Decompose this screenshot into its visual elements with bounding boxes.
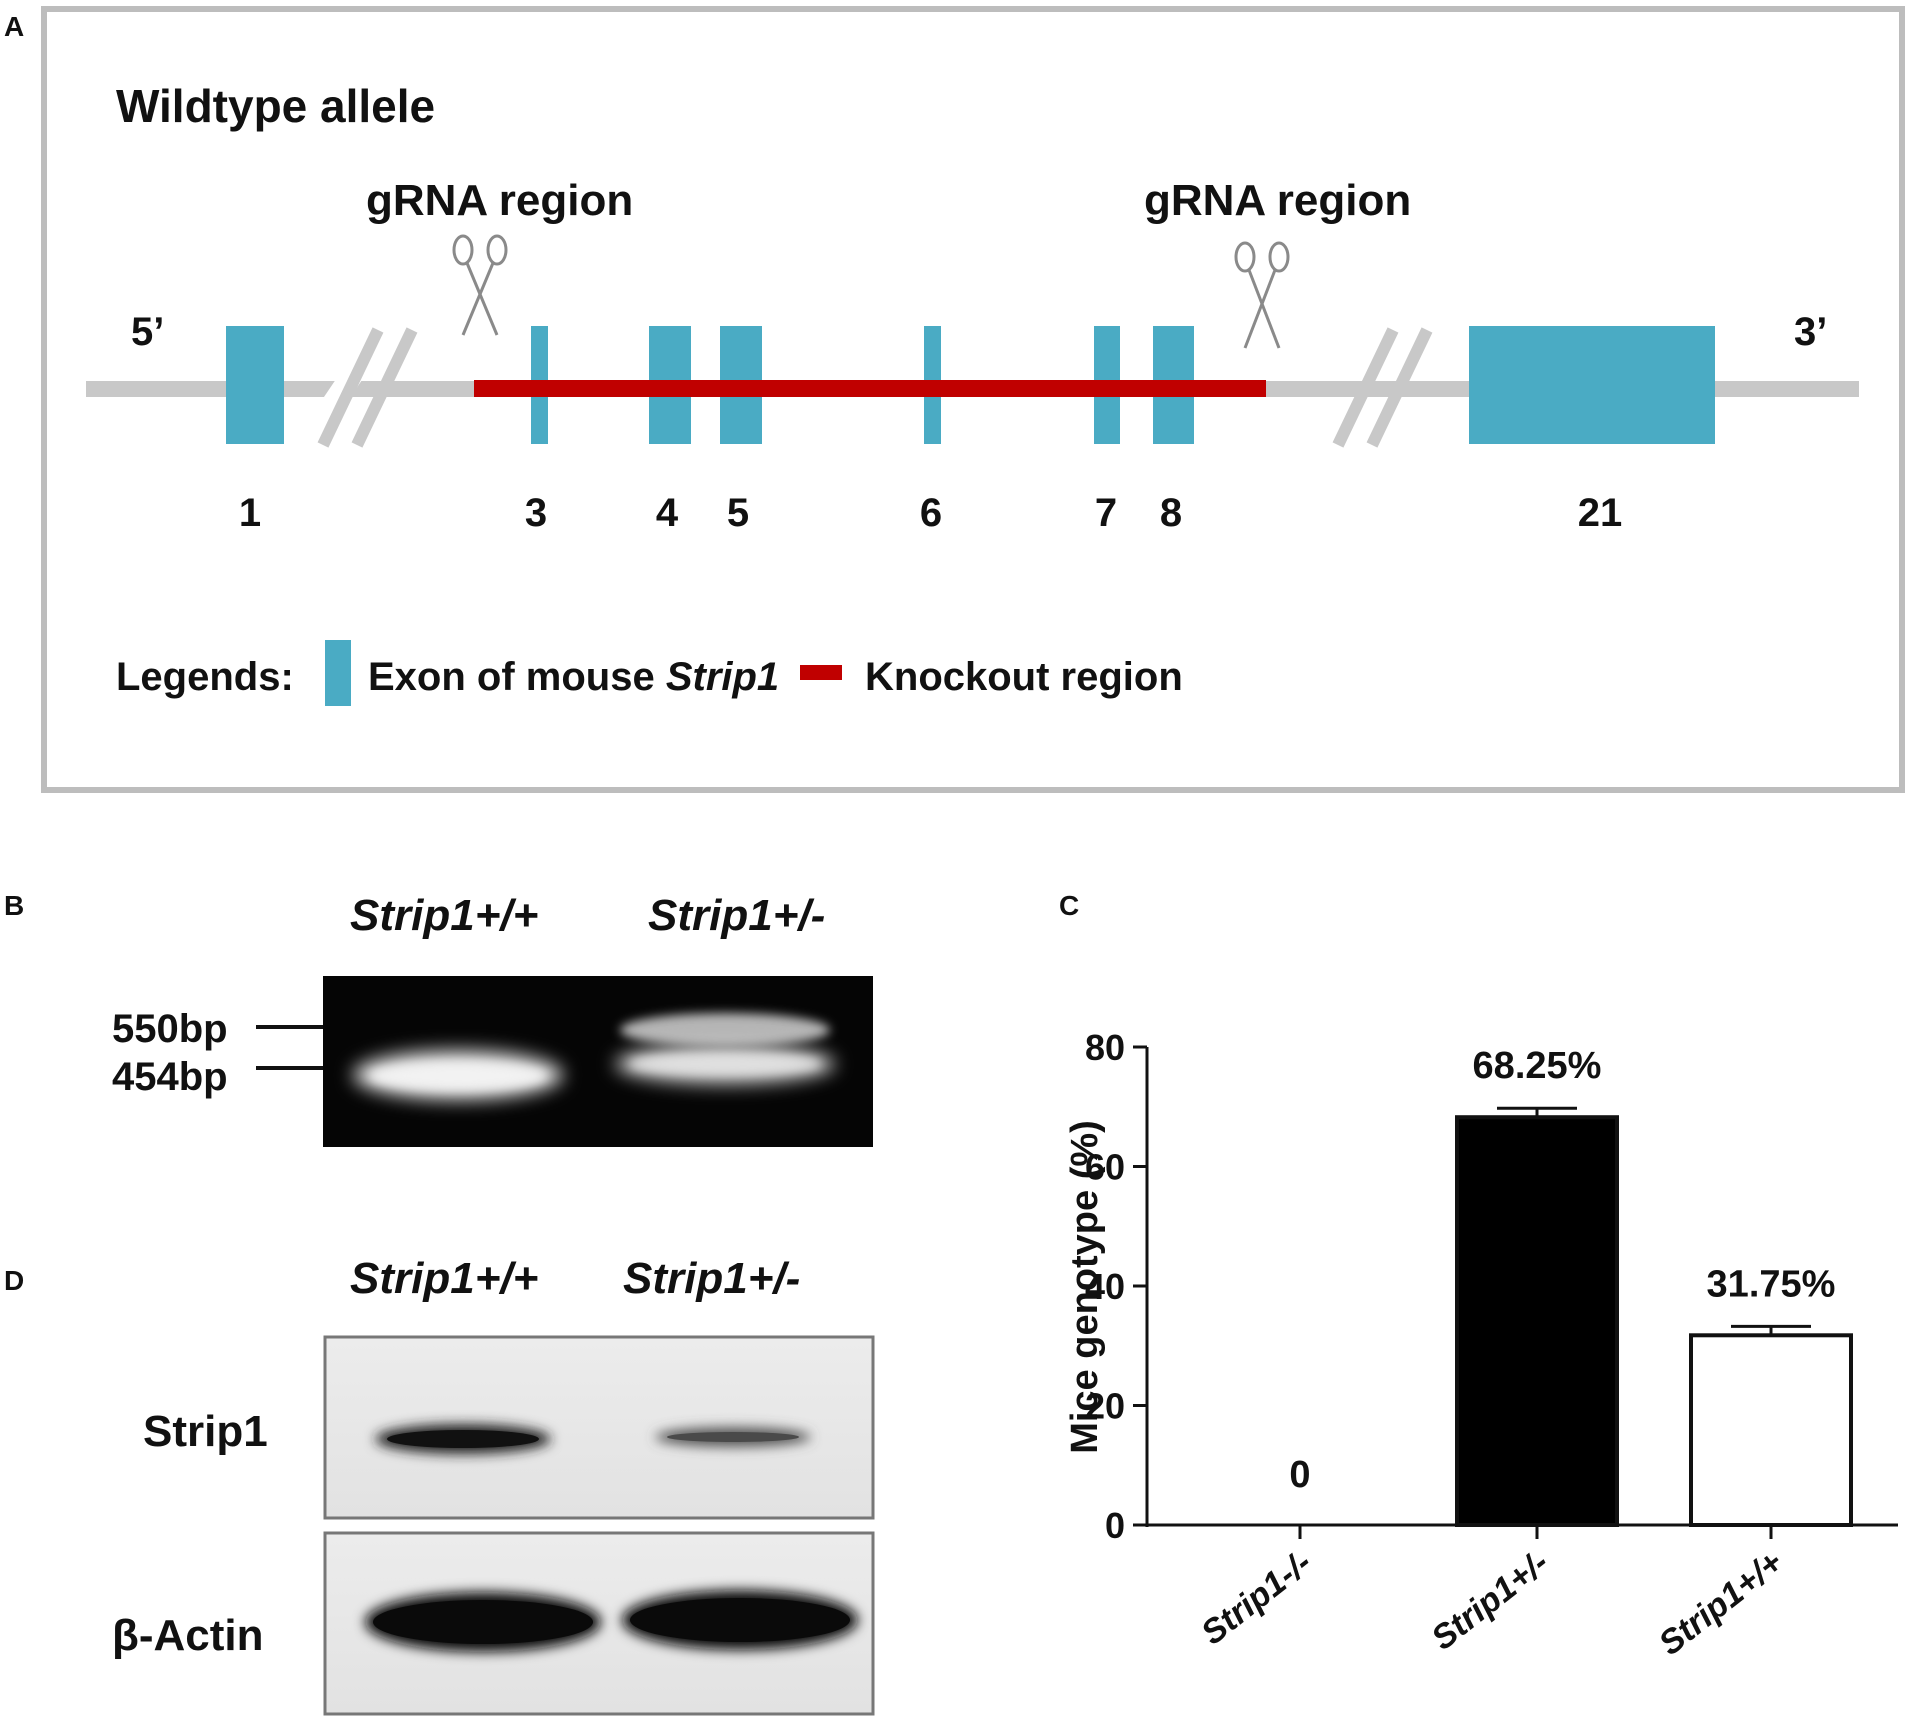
exon-number: 1 bbox=[239, 491, 261, 535]
exon-number: 5 bbox=[727, 491, 749, 535]
blot-band-actin-wt bbox=[365, 1592, 601, 1652]
exon-number: 8 bbox=[1160, 491, 1182, 535]
break-mark-left bbox=[303, 327, 418, 448]
blot-lane-label: Strip1+/+ bbox=[350, 1254, 538, 1303]
gel-band-lane1-454bp bbox=[353, 1050, 563, 1100]
bar bbox=[1689, 1333, 1853, 1527]
marker-550bp-label: 550bp bbox=[112, 1007, 228, 1051]
exon-number: 7 bbox=[1095, 491, 1117, 535]
panel-label-d: D bbox=[4, 1265, 24, 1296]
legend-heading: Legends: bbox=[116, 655, 294, 699]
blot-lane-label: Strip1+/- bbox=[623, 1254, 800, 1303]
legend-exon-label: Exon of mouse Strip1 bbox=[368, 655, 779, 699]
x-tick-label: Strip1-/- bbox=[1194, 1543, 1319, 1652]
y-tick-label: 80 bbox=[1085, 1027, 1125, 1068]
grna-region-label-right: gRNA region bbox=[1144, 176, 1411, 225]
exon-number: 21 bbox=[1578, 491, 1623, 535]
legend-knockout-swatch bbox=[800, 665, 842, 680]
blot-band-strip1-wt bbox=[375, 1424, 551, 1454]
panel-label-b: B bbox=[4, 890, 24, 921]
x-tick-label: Strip1+/- bbox=[1425, 1543, 1556, 1657]
scissors-icon bbox=[1234, 241, 1290, 349]
three-prime-label: 3’ bbox=[1794, 310, 1827, 354]
legend-knockout-label: Knockout region bbox=[865, 655, 1183, 699]
data-label: 31.75% bbox=[1707, 1263, 1836, 1305]
exon-1 bbox=[226, 326, 284, 444]
gel-lane-label: Strip1+/+ bbox=[350, 891, 538, 940]
panel-label-c: C bbox=[1059, 890, 1079, 921]
gel-band-lane2-550bp bbox=[620, 1013, 830, 1047]
allele-title: Wildtype allele bbox=[116, 80, 435, 132]
gel-lane-label: Strip1+/- bbox=[648, 891, 825, 940]
y-tick-label: 20 bbox=[1085, 1386, 1125, 1427]
panel-a: A Wildtype allele gRNA region gRNA regio… bbox=[4, 6, 1905, 793]
bar bbox=[1455, 1115, 1619, 1528]
exon-number: 6 bbox=[920, 491, 942, 535]
gel-band-lane2-454bp bbox=[615, 1044, 835, 1084]
panel-b: B Strip1+/+ Strip1+/- 550bp 454bp bbox=[4, 890, 873, 1147]
data-label: 0 bbox=[1289, 1454, 1310, 1496]
y-tick-label: 60 bbox=[1085, 1147, 1125, 1188]
five-prime-label: 5’ bbox=[131, 310, 164, 354]
blot-row-label: Strip1 bbox=[143, 1407, 268, 1456]
exon-number: 4 bbox=[656, 491, 679, 535]
chart-y-axis-label: Mice genotype (%) bbox=[1064, 1120, 1106, 1454]
scissors-icon bbox=[452, 234, 508, 336]
y-tick-label: 40 bbox=[1085, 1266, 1125, 1307]
legend-exon-swatch bbox=[325, 640, 351, 706]
break-mark-right bbox=[1332, 327, 1433, 448]
marker-454bp-label: 454bp bbox=[112, 1055, 228, 1099]
grna-region-label-left: gRNA region bbox=[366, 176, 633, 225]
panel-label-a: A bbox=[4, 11, 24, 42]
data-label: 68.25% bbox=[1473, 1045, 1602, 1087]
y-tick-label: 0 bbox=[1105, 1505, 1125, 1546]
x-tick-label: Strip1+/+ bbox=[1652, 1543, 1790, 1663]
exon-number: 3 bbox=[525, 491, 547, 535]
blot-row-label: β-Actin bbox=[112, 1611, 264, 1660]
panel-d: D Strip1+/+ Strip1+/- Strip1 β-Actin bbox=[4, 1254, 875, 1716]
knockout-region-bar bbox=[474, 380, 1266, 397]
blot-band-actin-het bbox=[622, 1590, 858, 1650]
exon-21 bbox=[1469, 326, 1715, 444]
blot-band-strip1-het bbox=[655, 1427, 811, 1447]
